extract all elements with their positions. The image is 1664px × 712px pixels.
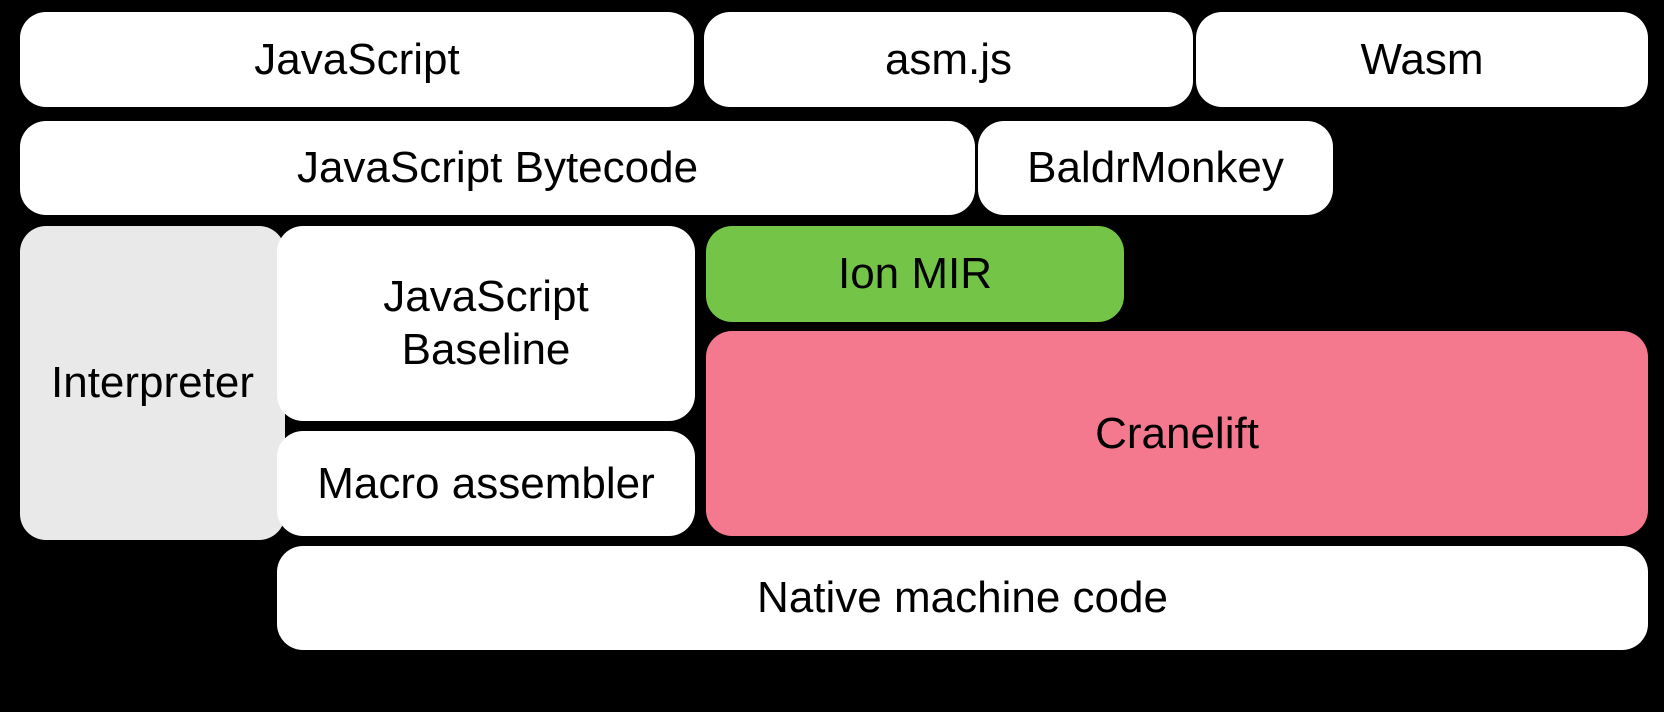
node-interpreter[interactable]: Interpreter — [20, 226, 285, 540]
node-baldrmonkey[interactable]: BaldrMonkey — [978, 121, 1333, 215]
node-javascript-baseline[interactable]: JavaScript Baseline — [277, 226, 695, 421]
node-ion-mir[interactable]: Ion MIR — [706, 226, 1124, 322]
node-javascript-bytecode-label: JavaScript Bytecode — [296, 143, 699, 193]
node-macro-assembler[interactable]: Macro assembler — [277, 431, 695, 536]
node-javascript-baseline-label-line-2: Baseline — [401, 324, 571, 374]
node-cranelift-label: Cranelift — [1095, 408, 1259, 458]
node-javascript-baseline-label-line-1: JavaScript — [383, 271, 589, 321]
node-asm-js-label: asm.js — [884, 34, 1013, 84]
node-javascript-label: JavaScript — [254, 34, 460, 84]
node-interpreter-label: Interpreter — [51, 358, 254, 408]
node-cranelift[interactable]: Cranelift — [706, 331, 1648, 536]
node-javascript[interactable]: JavaScript — [20, 12, 694, 107]
node-macro-assembler-label: Macro assembler — [317, 458, 655, 508]
node-wasm[interactable]: Wasm — [1196, 12, 1648, 107]
node-wasm-label: Wasm — [1360, 34, 1484, 84]
node-ion-mir-label: Ion MIR — [837, 249, 993, 299]
node-native-machine-code[interactable]: Native machine code — [277, 546, 1648, 650]
node-native-machine-code-label: Native machine code — [757, 573, 1168, 623]
node-asm-js[interactable]: asm.js — [704, 12, 1193, 107]
node-baldrmonkey-label: BaldrMonkey — [1027, 143, 1284, 193]
node-javascript-bytecode[interactable]: JavaScript Bytecode — [20, 121, 975, 215]
